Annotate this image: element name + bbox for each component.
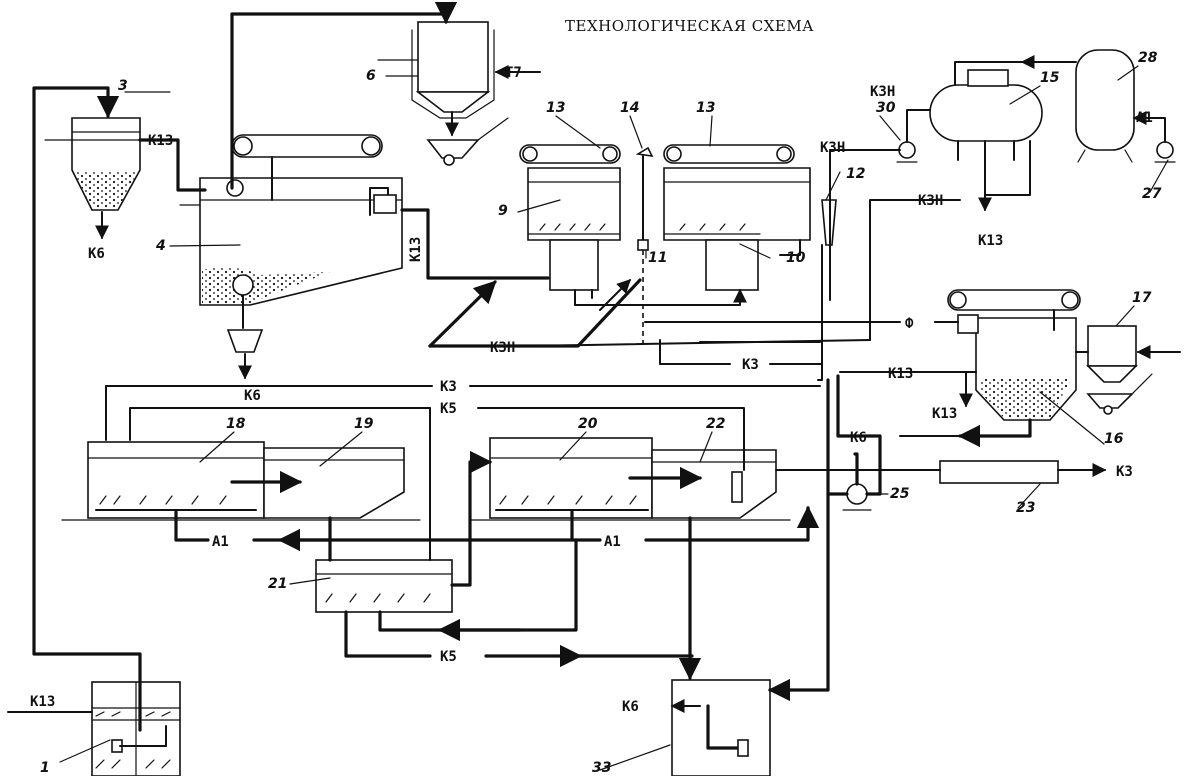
unit-number-4: 4: [155, 238, 166, 254]
flow-label-k13-a: К13: [148, 133, 173, 149]
flow-label-k13-d: К13: [888, 366, 913, 382]
unit-15-horizontal-tank: [929, 69, 1043, 161]
flow-label-t7: Т7: [505, 65, 522, 81]
unit-33-sump: [671, 679, 771, 776]
unit-number-20: 20: [578, 416, 598, 432]
unit-number-6: 6: [366, 68, 376, 84]
unit-number-25: 25: [890, 486, 910, 502]
unit-22-settler: [651, 449, 777, 519]
scraper-13-left: [519, 144, 621, 164]
unit-number-23: 23: [1016, 500, 1035, 516]
flow-label-k3-c: К3: [1116, 464, 1133, 480]
unit-30-pump: [896, 141, 918, 163]
unit-20-aerotank: [489, 437, 653, 519]
flow-label-k13-e: К13: [932, 406, 957, 422]
unit-number-11: 11: [648, 250, 667, 266]
flow-label-k3-b: К3: [440, 379, 457, 395]
unit-27-pump: [1154, 141, 1176, 163]
unit-number-16: 16: [1104, 431, 1124, 447]
unit-1-tank: [91, 681, 181, 776]
unit-number-30: 30: [876, 100, 896, 116]
flow-label-a1-c: А1: [604, 534, 621, 550]
unit-number-15: 15: [1040, 70, 1060, 86]
unit-23-filter: [939, 460, 1059, 484]
unit-10-flotator: [663, 167, 811, 291]
flow-label-k3-a: К3: [742, 357, 759, 373]
flow-label-a1-a: А1: [1136, 110, 1153, 126]
leader-lines: [59, 65, 1169, 771]
unit-number-10: 10: [786, 250, 806, 266]
scraper-16: [947, 289, 1081, 331]
flow-label-k13-c: К13: [978, 233, 1003, 249]
unit-14-mixer: [635, 146, 654, 251]
flow-label-a1-b: А1: [212, 534, 229, 550]
scraper-4: [231, 134, 383, 201]
flow-label-k3n-b: К3Н: [820, 140, 845, 156]
flow-label-k5-a: К5: [440, 401, 457, 417]
diagram-title: ТЕХНОЛОГИЧЕСКАЯ СХЕМА: [565, 17, 814, 35]
unit-4-settler: [179, 177, 403, 306]
unit-number-9: 9: [498, 203, 508, 219]
unit-3-hopper: [44, 91, 171, 211]
unit-number-27: 27: [1142, 186, 1162, 202]
unit-number-1: 1: [40, 760, 50, 776]
flow-label-k13-f: К13: [30, 694, 55, 710]
flow-label-k3n-d: К3Н: [918, 193, 943, 209]
unit-number-22: 22: [706, 416, 725, 432]
flow-label-k5-b: К5: [440, 649, 457, 665]
flow-label-f: Ф: [905, 316, 914, 332]
unit-number-19: 19: [354, 416, 374, 432]
sludge-funnel-4: [226, 329, 264, 353]
unit-number-17: 17: [1132, 290, 1152, 306]
unit-number-13-right: 13: [696, 100, 715, 116]
unit-number-13-left: 13: [546, 100, 565, 116]
flow-label-k6-a: К6: [88, 246, 105, 262]
unit-number-14: 14: [620, 100, 639, 116]
flow-label-k3n-a: К3Н: [490, 340, 515, 356]
flow-label-k6-d: К6: [622, 699, 639, 715]
unit-6-reactor: [377, 21, 509, 166]
unit-number-3: 3: [118, 78, 128, 94]
flow-label-k13-b: К13: [408, 237, 424, 262]
unit-number-33: 33: [592, 760, 611, 776]
unit-21-tank: [315, 559, 453, 613]
flow-label-k6-c: К6: [850, 430, 867, 446]
unit-number-12: 12: [846, 166, 865, 182]
unit-number-28: 28: [1138, 50, 1158, 66]
unit-number-18: 18: [226, 416, 246, 432]
unit-17-filter: [1086, 325, 1153, 415]
flow-label-k6-b: К6: [244, 388, 261, 404]
unit-16-thickener: [957, 314, 1077, 421]
unit-28-vertical-tank: [1075, 49, 1135, 163]
unit-18-aerotank: [87, 441, 265, 519]
scraper-13-right: [663, 144, 795, 164]
unit-19-settler: [263, 447, 405, 519]
unit-number-21: 21: [268, 576, 287, 592]
unit-25-pump: [842, 483, 872, 511]
flow-label-k3n-c: К3Н: [870, 84, 895, 100]
unit-9-flotator: [527, 167, 621, 291]
